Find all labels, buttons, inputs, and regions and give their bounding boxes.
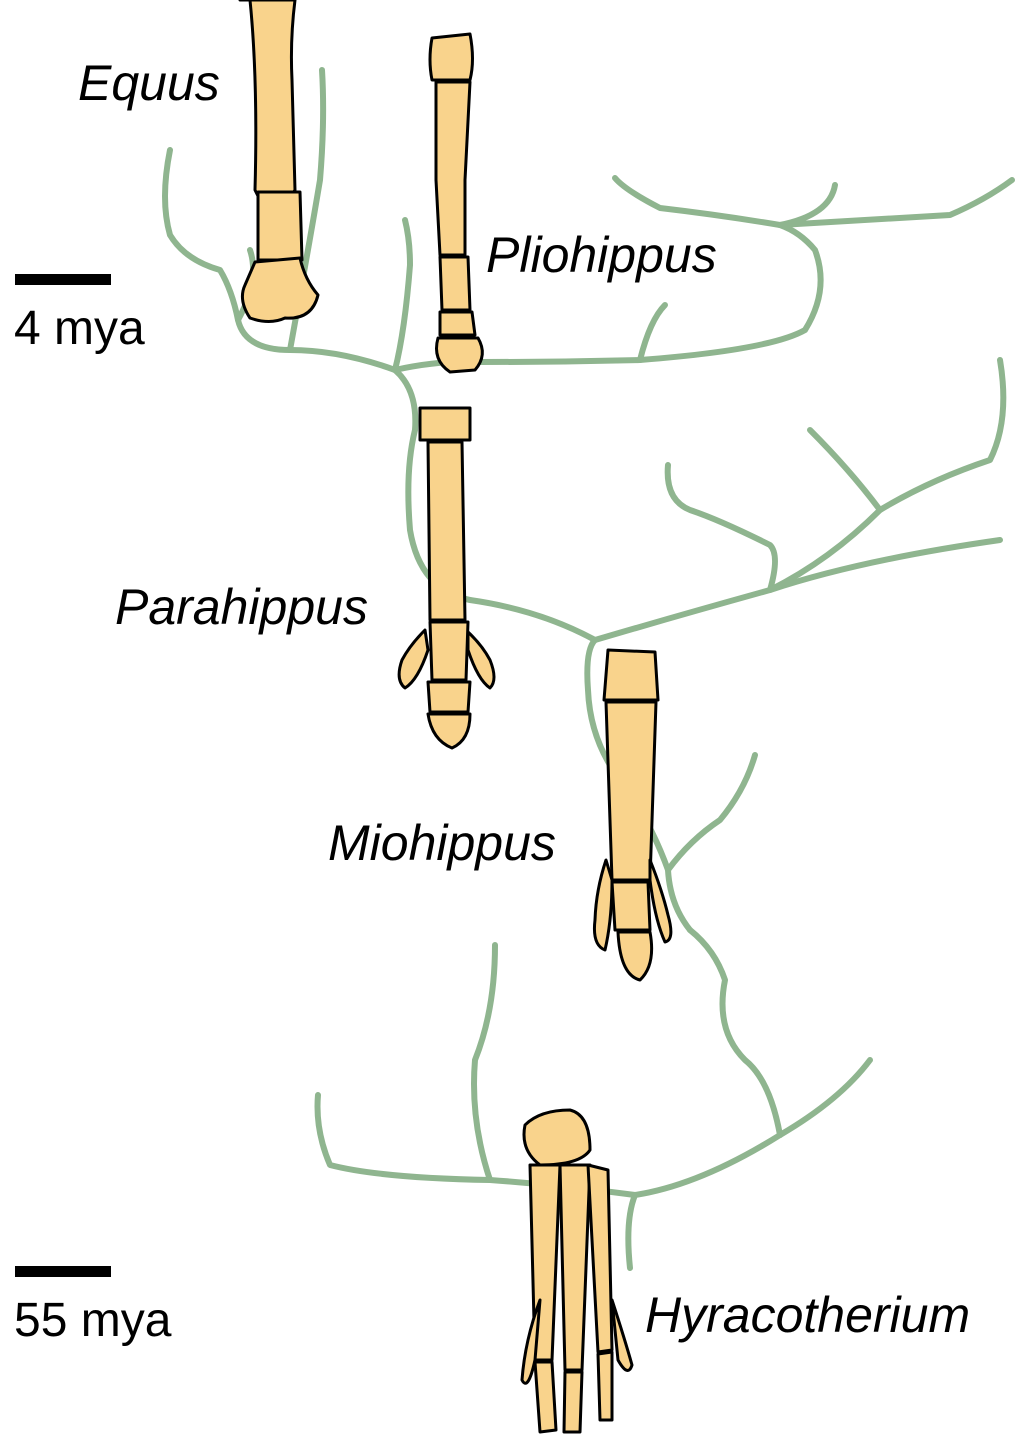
pliohippus-foot: [430, 34, 482, 372]
scale-label-top: 4 mya: [14, 305, 145, 353]
label-pliohippus: Pliohippus: [486, 230, 717, 280]
label-equus: Equus: [78, 58, 220, 108]
label-parahippus: Parahippus: [115, 582, 368, 632]
equus-foot: [240, 0, 318, 322]
miohippus-foot: [594, 650, 670, 980]
scale-label-bottom: 55 mya: [14, 1297, 171, 1345]
label-hyracotherium: Hyracotherium: [645, 1290, 970, 1340]
scale-bar-top: [15, 274, 111, 285]
parahippus-foot: [399, 408, 494, 748]
scale-bar-bottom: [15, 1266, 111, 1277]
label-miohippus: Miohippus: [328, 818, 556, 868]
bone-illustrations: [240, 0, 671, 1432]
hyracotherium-foot: [522, 1110, 632, 1432]
